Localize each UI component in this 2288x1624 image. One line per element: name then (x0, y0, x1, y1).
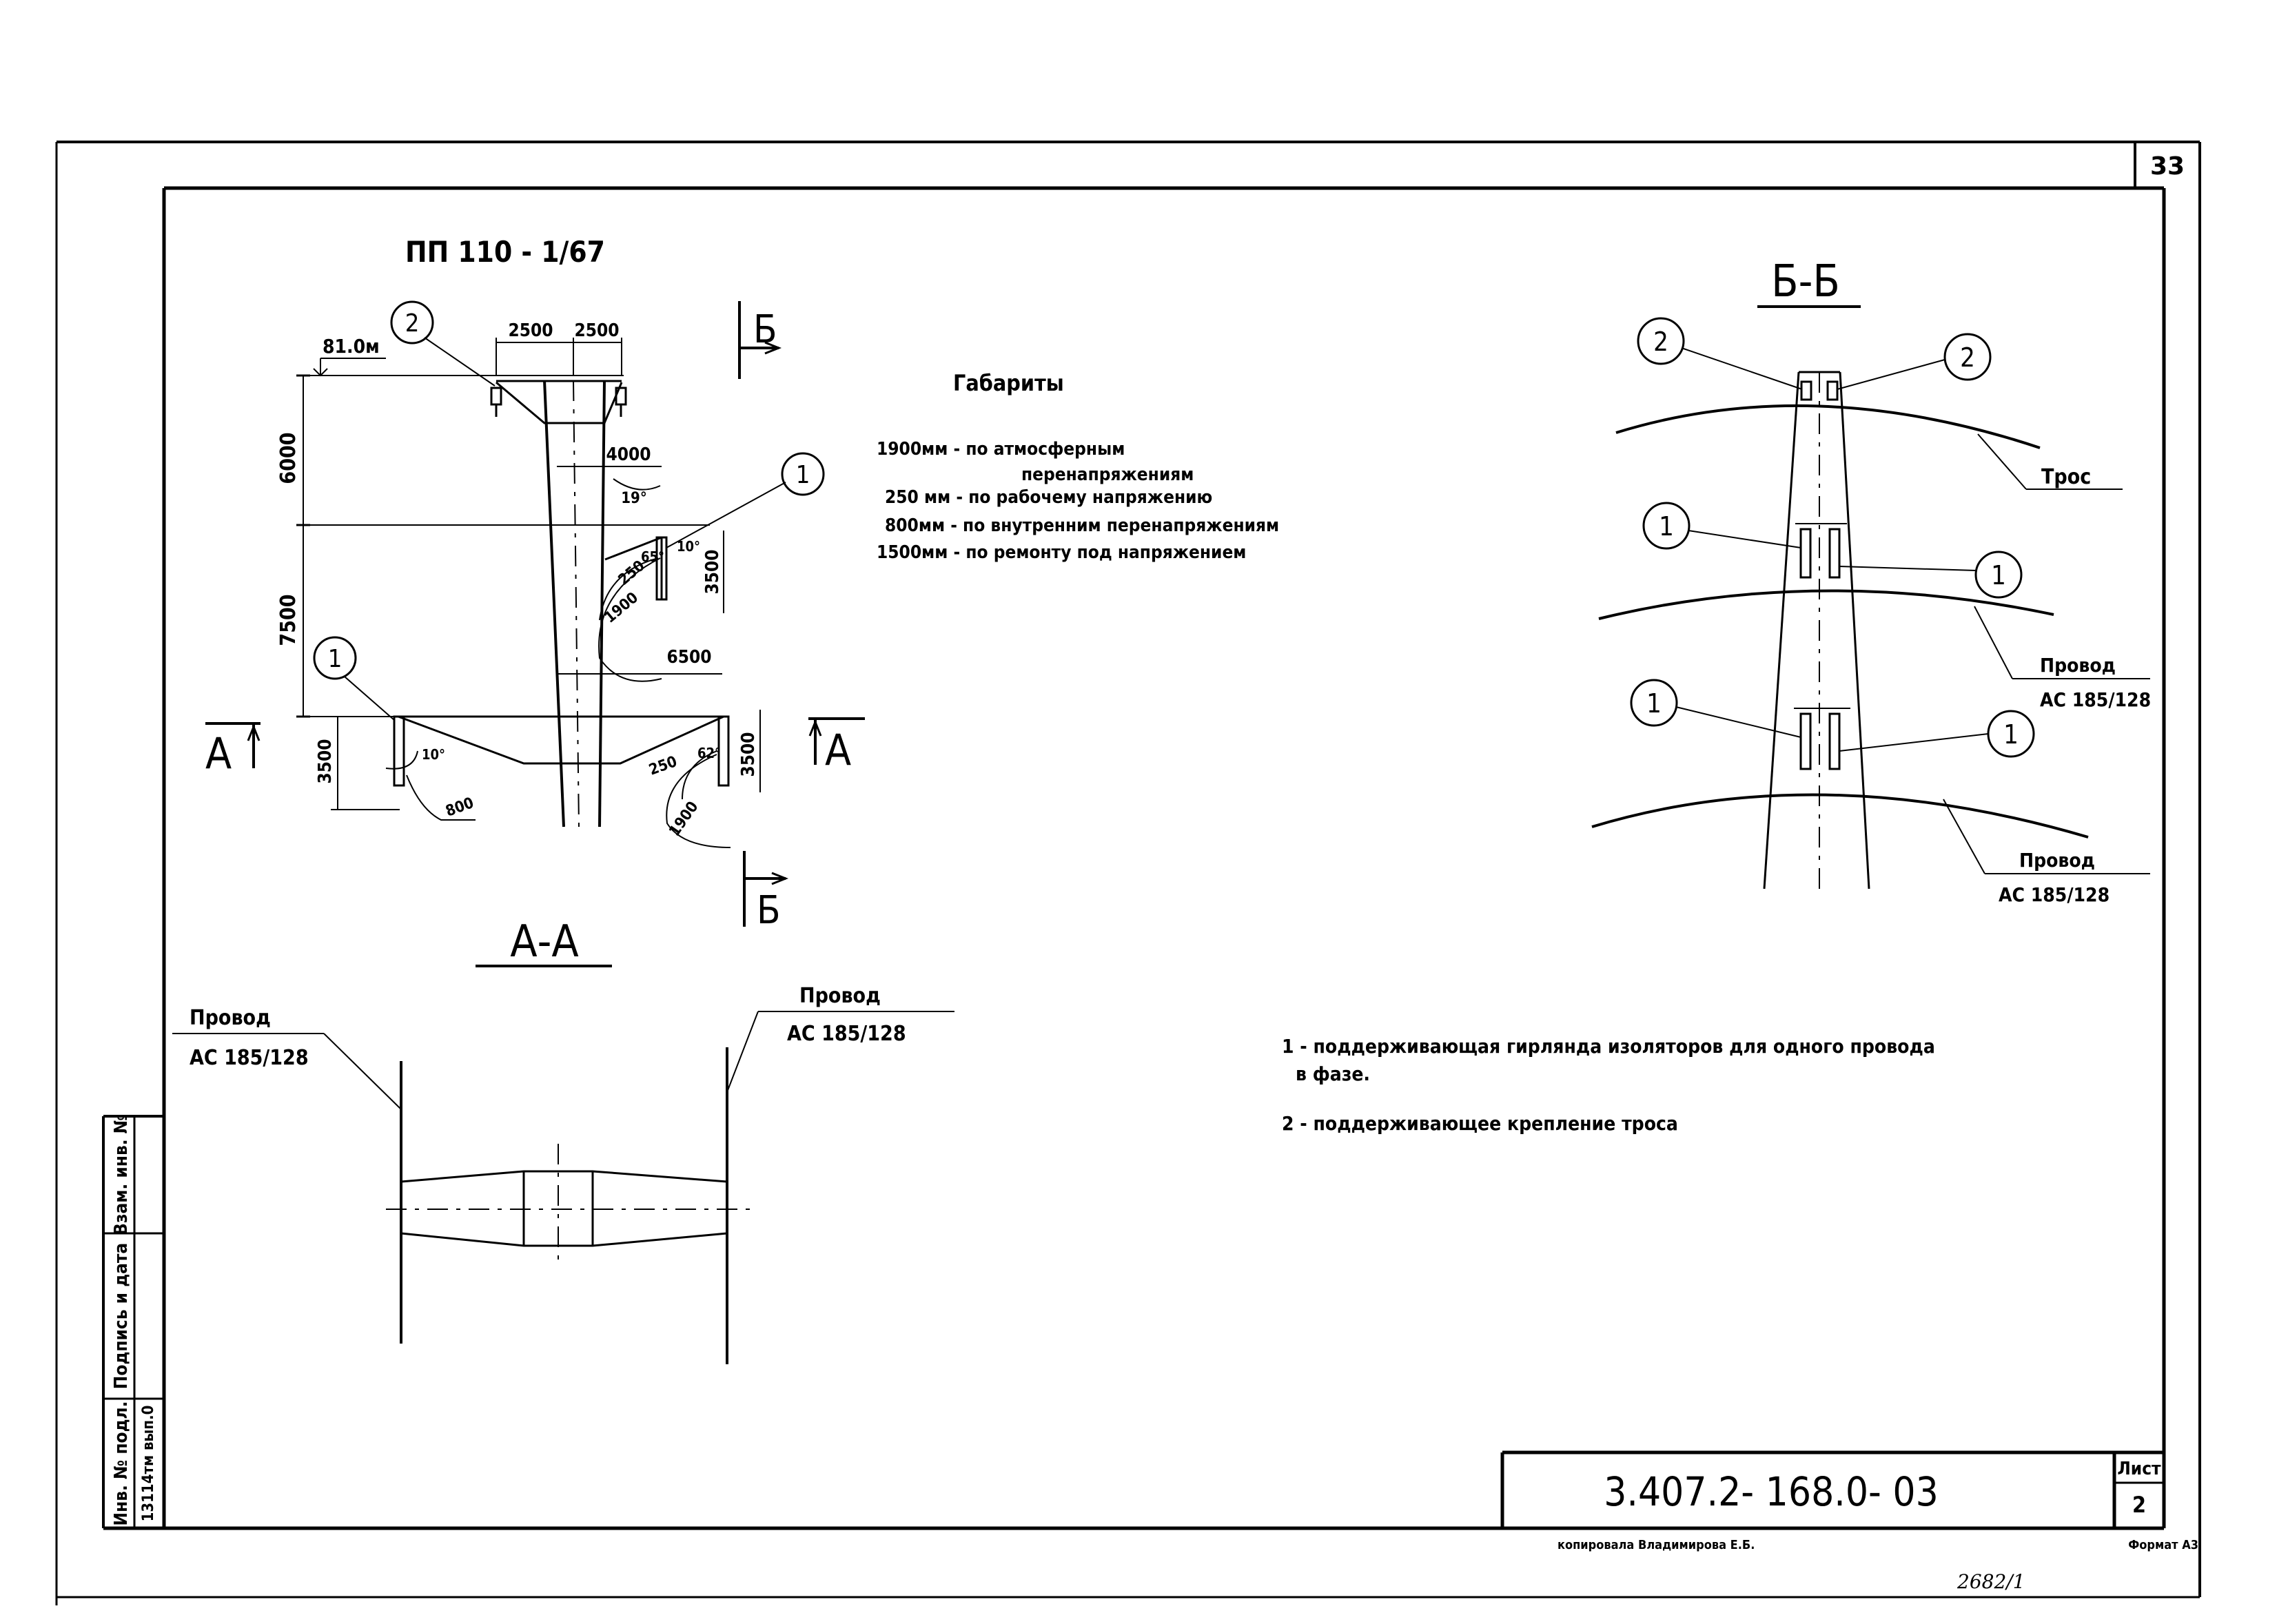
clear-800: 800 (444, 794, 476, 821)
angle-62: 62° (697, 745, 721, 761)
section-aa: А-А Провод АС 185/128 Провод АС 185/128 (172, 916, 954, 1364)
sheet-number: 2 (2132, 1492, 2146, 1518)
title-block: 3.407.2- 168.0- 03 Лист 2 (1500, 1450, 2164, 1528)
clearance-line-1: 1900мм - по атмосферным (877, 439, 1125, 460)
doc-code: 3.407.2- 168.0- 03 (1604, 1468, 1939, 1515)
level-mark: 81.0м (323, 335, 380, 358)
bb-label-provod-2: Провод (2019, 849, 2095, 872)
dim-6000: 6000 (276, 432, 300, 484)
dim-3500-mid: 3500 (702, 549, 723, 594)
angle-10-left: 10° (422, 746, 445, 763)
aa-left-type: АС 185/128 (190, 1046, 309, 1070)
clear-1900-low: 1900 (666, 799, 702, 839)
dim-3500-left: 3500 (315, 739, 336, 783)
clearance-line-2: перенапряжениям (1021, 464, 1194, 485)
corner-number: 33 (2150, 152, 2185, 181)
dim-3500-right: 3500 (738, 732, 759, 777)
bb-callout-1-b: 1 (1991, 560, 2006, 590)
section-letter-a-left: А (205, 728, 232, 779)
bb-label-provod-1-type: АС 185/128 (2040, 688, 2151, 711)
section-aa-title: А-А (510, 916, 579, 967)
side-stamp: Взам. инв. № Подпись и дата Инв. № подл.… (102, 1114, 164, 1528)
tower-elevation: 6000 7500 81.0м 2500 2500 2 1 1 4000 19°… (205, 300, 865, 933)
bb-callout-1-a: 1 (1659, 511, 1674, 542)
bb-callout-1-d: 1 (2003, 719, 2019, 750)
aa-right-type: АС 185/128 (787, 1022, 906, 1046)
handwritten-number: 2682/1 (1957, 1570, 2025, 1593)
section-mark-b-top: Б (738, 301, 782, 379)
bb-label-tros: Трос (2041, 465, 2091, 489)
clearance-line-4: 800мм - по внутренним перенапряжениям (885, 515, 1279, 536)
bb-label-provod-2-type: АС 185/128 (1999, 883, 2110, 906)
section-letter-b-bottom: Б (757, 888, 781, 933)
section-mark-b-bottom: Б (743, 851, 789, 933)
section-mark-a-right: А (808, 717, 865, 775)
bb-callout-2-left: 2 (1653, 327, 1668, 357)
bb-callout-2-right: 2 (1960, 342, 1975, 373)
clearances-block: Габариты 1900мм - по атмосферным перенап… (877, 370, 1279, 563)
angle-10-mid: 10° (677, 538, 700, 555)
dim-2500-right: 2500 (574, 320, 619, 341)
angle-19: 19° (621, 490, 646, 507)
dim-2500-left: 2500 (508, 320, 553, 341)
section-letter-a-right: А (825, 725, 851, 775)
section-mark-a-left: А (205, 722, 261, 779)
outer-frame (55, 141, 2201, 1605)
clearance-line-3: 250 мм - по рабочему напряжению (885, 487, 1212, 508)
section-letter-b-top: Б (753, 307, 777, 352)
section-bb-title: Б-Б (1771, 256, 1840, 307)
dim-6500: 6500 (666, 647, 711, 668)
callout-1-lower: 1 (328, 645, 343, 673)
callout-2: 2 (405, 309, 420, 338)
legend-item-2: 2 - поддерживающее крепление троса (1282, 1112, 1678, 1135)
legend-item-1-cont: в фазе. (1296, 1062, 1370, 1085)
copied-by: копировала Владимирова Е.Б. (1557, 1538, 1755, 1552)
dim-7500: 7500 (276, 594, 300, 646)
legend-item-1: 1 - поддерживающая гирлянда изоляторов д… (1282, 1035, 1935, 1058)
legend: 1 - поддерживающая гирлянда изоляторов д… (1282, 1035, 1935, 1135)
bb-callout-1-c: 1 (1646, 688, 1662, 719)
format-label: Формат А3 (2128, 1538, 2198, 1552)
corner-number-box: 33 (2134, 142, 2185, 188)
clearances-heading: Габариты (953, 370, 1064, 396)
callout-1-upper: 1 (796, 461, 810, 489)
inner-frame (103, 186, 2166, 1530)
section-bb: Б-Б 2 2 1 1 1 (1591, 256, 2151, 906)
drawing-title: ПП 110 - 1/67 (405, 235, 605, 269)
clear-250-low: 250 (647, 753, 680, 779)
stamp-cell-inv: Инв. № подл. (111, 1401, 132, 1526)
aa-right-label: Провод (799, 984, 881, 1008)
aa-left-label: Провод (190, 1006, 271, 1030)
stamp-cell-replace: Взам. инв. № (111, 1114, 132, 1235)
dim-4000: 4000 (606, 444, 651, 465)
bb-label-provod-1: Провод (2040, 654, 2116, 677)
stamp-cell-sign: Подпись и дата (111, 1243, 132, 1389)
angle-65: 65° (641, 548, 664, 565)
stamp-cell-number: 13114тм вып.0 (140, 1406, 157, 1522)
clearance-line-5: 1500мм - по ремонту под напряжением (877, 542, 1246, 563)
sheet-label: Лист (2117, 1459, 2161, 1479)
